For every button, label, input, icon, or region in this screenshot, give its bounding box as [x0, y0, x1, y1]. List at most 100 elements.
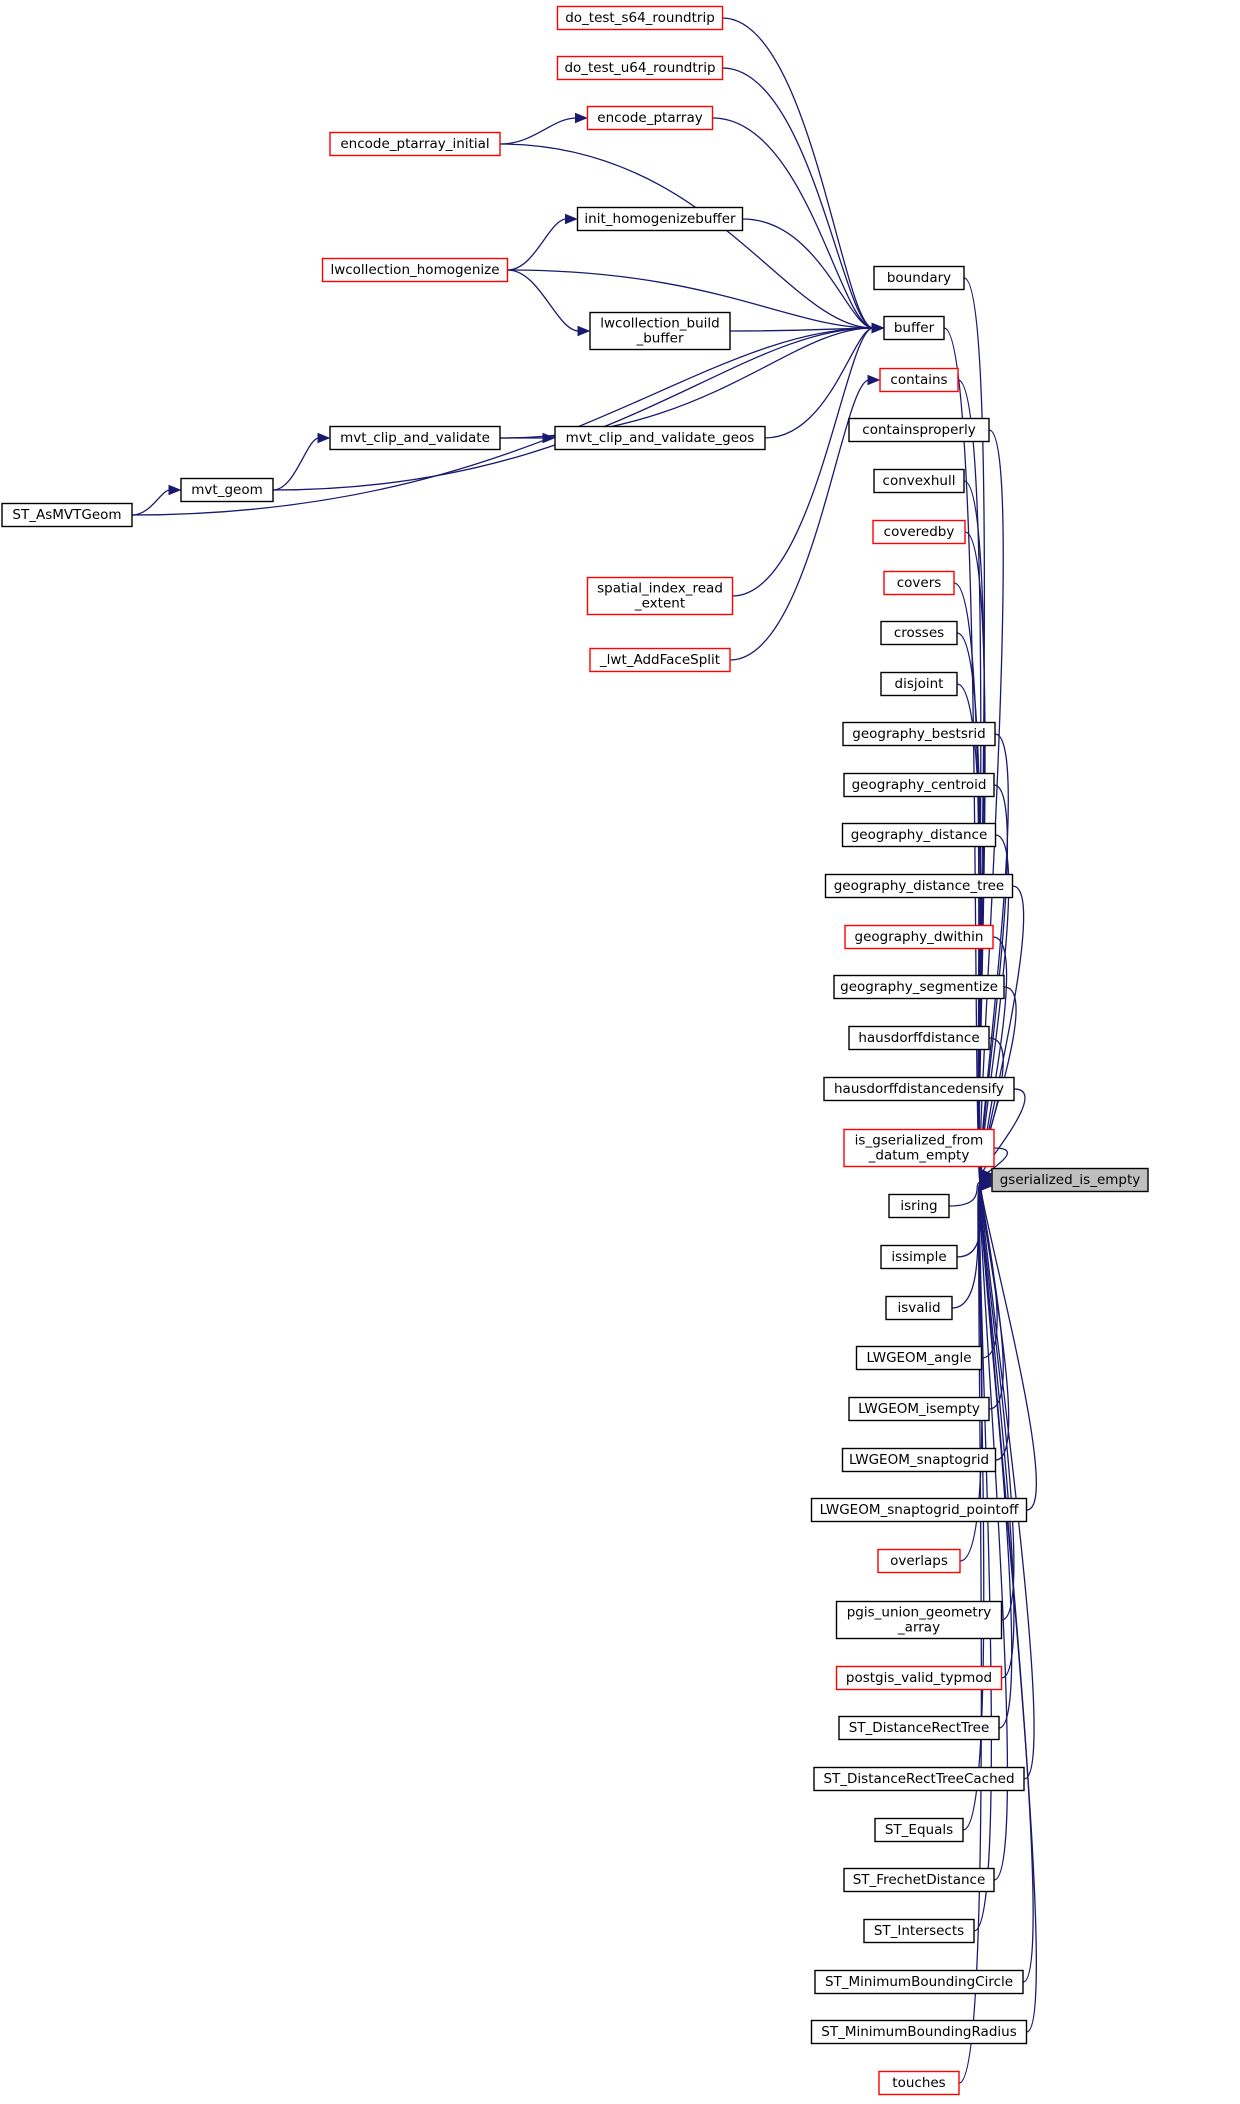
arrowhead-icon	[317, 432, 331, 444]
node-label: LWGEOM_angle	[866, 1350, 971, 1366]
node-box	[878, 2070, 960, 2096]
edge-line	[722, 17, 874, 329]
node-inith[interactable]: init_homogenizebuffer	[576, 206, 744, 232]
node-u64[interactable]: do_test_u64_roundtrip	[556, 55, 724, 81]
node-gdisttree[interactable]: geography_distance_tree	[824, 873, 1014, 899]
edge-line	[507, 269, 874, 329]
node-box	[877, 1548, 961, 1574]
edge-line	[729, 379, 870, 661]
node-box	[810, 2019, 1028, 2045]
node-label: ST_MinimumBoundingCircle	[825, 1974, 1013, 1990]
node-lwcb[interactable]: lwcollection_build_buffer	[589, 311, 731, 351]
node-issimple[interactable]: issimple	[880, 1244, 958, 1270]
node-label: postgis_valid_typmod	[846, 1670, 992, 1686]
node-touches[interactable]: touches	[878, 2070, 960, 2096]
nodes-layer: gserialized_is_empty do_test_s64_roundtri…	[1, 5, 1149, 2096]
edge-mvtgeom-mvtcv	[272, 432, 331, 491]
node-lwsnap[interactable]: LWGEOM_snaptogrid	[841, 1447, 997, 1473]
node-isgsde[interactable]: is_gserialized_from_datum_empty	[843, 1128, 995, 1168]
node-stmbr[interactable]: ST_MinimumBoundingRadius	[810, 2019, 1028, 2045]
node-box	[576, 206, 744, 232]
node-hausdorffd[interactable]: hausdorffdistancedensify	[823, 1076, 1015, 1102]
node-label: encode_ptarray	[597, 110, 702, 126]
node-covers[interactable]: covers	[883, 570, 955, 596]
node-stmbc[interactable]: ST_MinimumBoundingCircle	[814, 1969, 1024, 1995]
node-box	[814, 1969, 1024, 1995]
arrowhead-icon	[979, 1168, 993, 1180]
node-gcentroid[interactable]: geography_centroid	[843, 772, 995, 798]
node-sire[interactable]: spatial_index_read_extent	[586, 576, 734, 616]
node-gse[interactable]: gserialized_is_empty	[991, 1167, 1149, 1193]
node-mvtcvg[interactable]: mvt_clip_and_validate_geos	[554, 425, 766, 451]
arrowhead-icon	[867, 374, 881, 386]
node-box	[883, 315, 945, 341]
node-encpt[interactable]: encode_ptarray	[586, 105, 714, 131]
node-label: overlaps	[890, 1553, 948, 1569]
node-box	[329, 131, 501, 157]
node-lwangle[interactable]: LWGEOM_angle	[855, 1345, 983, 1371]
node-box	[883, 570, 955, 596]
node-box	[556, 55, 724, 81]
node-label: lwcollection_build	[600, 316, 720, 332]
node-stdrtc[interactable]: ST_DistanceRectTreeCached	[813, 1766, 1025, 1792]
node-lwtafs[interactable]: _lwt_AddFaceSplit	[589, 647, 731, 673]
node-box	[589, 311, 731, 351]
node-label: pgis_union_geometry	[847, 1605, 992, 1621]
node-hausdorff[interactable]: hausdorffdistance	[848, 1025, 990, 1051]
node-label: _datum_empty	[868, 1148, 970, 1164]
edge-line	[507, 269, 580, 332]
node-disjoint[interactable]: disjoint	[880, 671, 958, 697]
edge-line	[272, 437, 320, 491]
node-label: LWGEOM_snaptogrid	[849, 1452, 989, 1468]
node-crosses[interactable]: crosses	[880, 620, 958, 646]
node-pgvt[interactable]: postgis_valid_typmod	[835, 1665, 1003, 1691]
edge-line	[499, 117, 577, 145]
node-stintersects[interactable]: ST_Intersects	[863, 1918, 975, 1944]
node-contains[interactable]: contains	[879, 367, 959, 393]
node-gsegmentize[interactable]: geography_segmentize	[833, 974, 1005, 1000]
node-stfrechet[interactable]: ST_FrechetDistance	[843, 1867, 995, 1893]
node-mvtcv[interactable]: mvt_clip_and_validate	[329, 425, 501, 451]
node-box	[589, 647, 731, 673]
node-box	[843, 772, 995, 798]
node-lwsnapp[interactable]: LWGEOM_snaptogrid_pointoff	[810, 1497, 1028, 1523]
node-pgisuga[interactable]: pgis_union_geometry_array	[835, 1600, 1003, 1640]
node-label: geography_distance_tree	[834, 878, 1005, 894]
arrowhead-icon	[871, 322, 885, 334]
node-coveredby[interactable]: coveredby	[872, 519, 966, 545]
node-box	[843, 1128, 995, 1168]
node-label: encode_ptarray_initial	[340, 136, 489, 152]
node-convexhull[interactable]: convexhull	[873, 468, 965, 494]
node-box	[843, 1867, 995, 1893]
node-stdrt[interactable]: ST_DistanceRectTree	[838, 1715, 1000, 1741]
node-isvalid[interactable]: isvalid	[885, 1295, 953, 1321]
node-label: containsproperly	[862, 422, 975, 438]
node-box	[873, 265, 965, 291]
node-label: ST_DistanceRectTree	[849, 1720, 990, 1736]
node-buffer[interactable]: buffer	[883, 315, 945, 341]
node-gdwithin[interactable]: geography_dwithin	[844, 924, 994, 950]
node-mvtgeom[interactable]: mvt_geom	[180, 477, 274, 503]
node-boundary[interactable]: boundary	[873, 265, 965, 291]
node-box	[842, 721, 996, 747]
node-label: ST_AsMVTGeom	[12, 507, 121, 523]
node-box	[180, 477, 274, 503]
node-containsproperly[interactable]: containsproperly	[848, 417, 990, 443]
node-isring[interactable]: isring	[888, 1193, 950, 1219]
node-lwch[interactable]: lwcollection_homogenize	[321, 257, 509, 283]
edge-line	[948, 1181, 982, 1207]
node-stasmvt[interactable]: ST_AsMVTGeom	[1, 502, 133, 528]
node-encpti[interactable]: encode_ptarray_initial	[329, 131, 501, 157]
node-label: isvalid	[897, 1300, 940, 1316]
node-lwisempty[interactable]: LWGEOM_isempty	[848, 1396, 990, 1422]
node-stequals[interactable]: ST_Equals	[874, 1817, 964, 1843]
node-overlaps[interactable]: overlaps	[877, 1548, 961, 1574]
node-label: buffer	[894, 320, 935, 336]
node-box	[841, 822, 997, 848]
node-s64[interactable]: do_test_s64_roundtrip	[556, 5, 724, 31]
edge-lwch-inith	[507, 213, 578, 271]
node-label: do_test_s64_roundtrip	[565, 10, 715, 26]
node-label: issimple	[891, 1249, 946, 1265]
node-gbestsrid[interactable]: geography_bestsrid	[842, 721, 996, 747]
node-gdistance[interactable]: geography_distance	[841, 822, 997, 848]
